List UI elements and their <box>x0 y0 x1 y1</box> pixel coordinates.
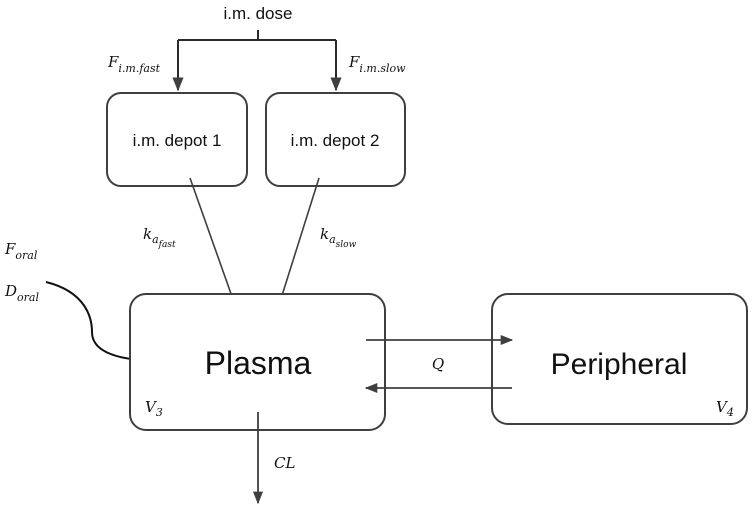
depot-1-label: i.m. depot 1 <box>133 131 222 150</box>
depot-2-label: i.m. depot 2 <box>291 131 380 150</box>
absorption-fast-arrow <box>189 177 236 307</box>
oral-dose-label: Doral <box>4 282 39 304</box>
oral-bioavailability-label: Foral <box>4 240 38 262</box>
peripheral-box <box>491 293 748 425</box>
dose-split-bracket <box>172 30 342 92</box>
plasma-volume-label: V3 <box>145 398 163 419</box>
oral-input-arrow <box>45 281 158 367</box>
intercompartmental-clearance-label: Q <box>432 355 444 373</box>
rate-constant-slow-label: kaslow <box>320 225 357 250</box>
rate-constant-fast-label: kafast <box>143 225 176 250</box>
absorption-slow-arrow <box>277 177 320 307</box>
plasma-label: Plasma <box>205 345 312 381</box>
fraction-fast-label: Fi.m.fast <box>107 53 161 75</box>
clearance-label: CL <box>274 454 295 472</box>
fraction-slow-label: Fi.m.slow <box>348 53 406 75</box>
peripheral-volume-label: V4 <box>716 398 734 419</box>
depot-2-box <box>265 92 406 187</box>
dose-label: i.m. dose <box>224 4 293 23</box>
depot-1-box <box>106 92 248 187</box>
peripheral-label: Peripheral <box>551 348 688 381</box>
